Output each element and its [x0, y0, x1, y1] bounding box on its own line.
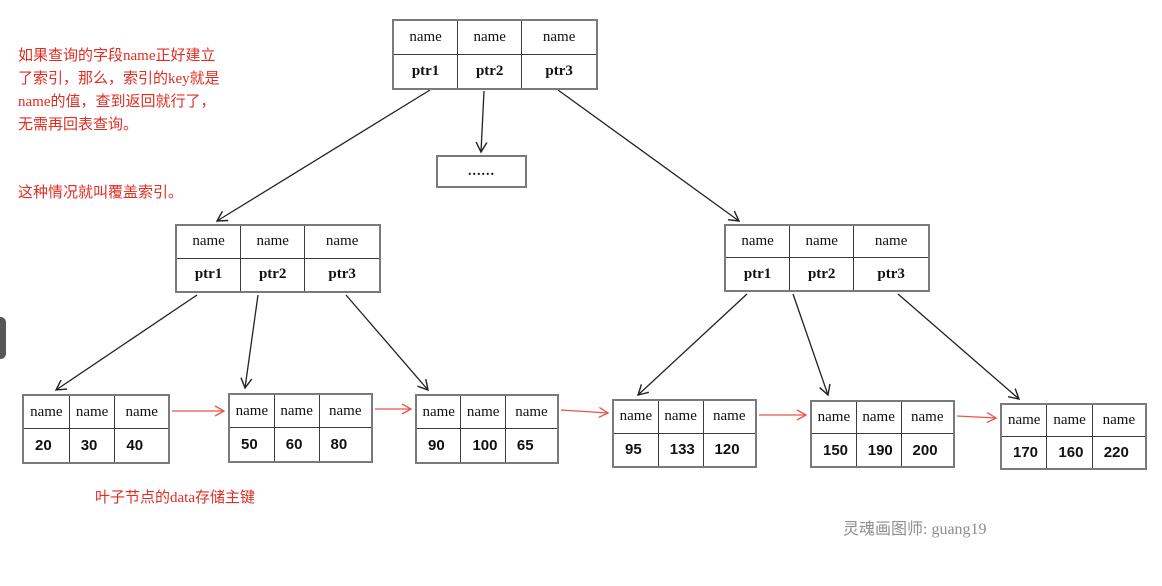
- leaf-key-header: name: [230, 395, 275, 428]
- internal-key: name: [726, 226, 791, 258]
- root-pointer: ptr2: [458, 54, 523, 88]
- leaf-key-value: 60: [275, 428, 320, 461]
- leaf-key-header: name: [658, 401, 704, 434]
- covering-index-note-intro: 如果查询的字段name正好建立 了索引，那么，索引的key就是 name的值，查…: [18, 48, 220, 133]
- leaf-key-header: name: [1002, 405, 1048, 437]
- root-key: name: [394, 21, 459, 55]
- ellipsis-node: ......: [436, 155, 527, 188]
- internal-node-left: name name name ptr1 ptr2 ptr3: [175, 224, 381, 293]
- leaf-key-value: 65: [516, 437, 534, 454]
- leaf-node-1: name name name 20 30 40: [22, 394, 170, 464]
- leaf-data-note: 叶子节点的data存储主键: [95, 490, 255, 506]
- leaf-key-value: 133: [659, 433, 704, 466]
- leaf-key-value: 190: [857, 434, 902, 466]
- leaf-key-value: 40: [126, 437, 144, 454]
- covering-index-note: 如果查询的字段name正好建立 了索引，那么，索引的key就是 name的值，查…: [18, 22, 258, 228]
- leaf-node-2: name name name 50 60 80: [228, 393, 373, 463]
- internal-pointer: ptr2: [241, 258, 306, 291]
- root-pointer: ptr1: [394, 54, 459, 88]
- root-node: name name name ptr1 ptr2 ptr3: [392, 19, 598, 90]
- leaf-key-header: name: [1092, 405, 1145, 437]
- internal-key: name: [177, 226, 242, 259]
- leaf-key-header: name: [1047, 405, 1093, 437]
- internal-pointer: ptr2: [790, 258, 855, 290]
- leaf-key-header: name: [24, 396, 70, 429]
- internal-node-right: name name name ptr1 ptr2 ptr3: [724, 224, 930, 292]
- leaf-key-header: name: [505, 396, 557, 429]
- leaf-key-value: 170: [1002, 436, 1048, 468]
- leaf-node-4: name name name 95 133 120: [612, 399, 757, 468]
- leaf-key-header: name: [417, 396, 462, 429]
- leaf-key-value: 100: [461, 429, 506, 462]
- leaf-key-header: name: [856, 402, 902, 434]
- internal-pointer: ptr1: [177, 258, 242, 291]
- leaf-key-value: 80: [330, 436, 348, 453]
- leaf-node-3: name name name 90 100 65: [415, 394, 559, 464]
- leaf-key-value: 150: [812, 434, 857, 466]
- leaf-key-value: 90: [417, 429, 462, 462]
- leaf-key-value: 220: [1103, 443, 1129, 461]
- internal-pointer: ptr3: [328, 266, 356, 283]
- leaf-key-value: 95: [614, 433, 659, 466]
- leaf-key-header: name: [614, 401, 659, 434]
- internal-key: name: [241, 226, 306, 259]
- leaf-key-header: name: [812, 402, 857, 434]
- covering-index-note-conclusion: 这种情况就叫覆盖索引。: [18, 185, 184, 201]
- leaf-key-header: name: [319, 395, 371, 428]
- internal-key: name: [790, 226, 855, 258]
- internal-pointer: ptr1: [726, 258, 791, 290]
- leaf-key-header: name: [461, 396, 506, 429]
- leaf-key-value: 30: [70, 429, 116, 462]
- leaf-node-6: name name name 170 160 220: [1000, 403, 1147, 470]
- leaf-key-header: name: [901, 402, 953, 434]
- leaf-key-value: 200: [912, 441, 938, 459]
- root-pointer: ptr3: [545, 62, 573, 79]
- leaf-key-header: name: [69, 396, 116, 429]
- leaf-key-value: 50: [230, 428, 275, 461]
- internal-key: name: [854, 226, 928, 258]
- leaf-key-header: name: [274, 395, 320, 428]
- root-key: name: [522, 21, 596, 55]
- leaf-node-5: name name name 150 190 200: [810, 400, 955, 468]
- internal-key: name: [305, 226, 379, 259]
- internal-pointer: ptr3: [877, 265, 905, 282]
- watermark: 灵魂画图师: guang19: [843, 521, 987, 538]
- scrollbar-thumb[interactable]: [0, 317, 6, 359]
- leaf-key-value: 120: [714, 441, 740, 459]
- root-key: name: [458, 21, 523, 55]
- leaf-key-value: 20: [24, 429, 70, 462]
- leaf-key-header: name: [115, 396, 168, 429]
- leaf-key-header: name: [703, 401, 755, 434]
- leaf-key-value: 160: [1047, 436, 1093, 468]
